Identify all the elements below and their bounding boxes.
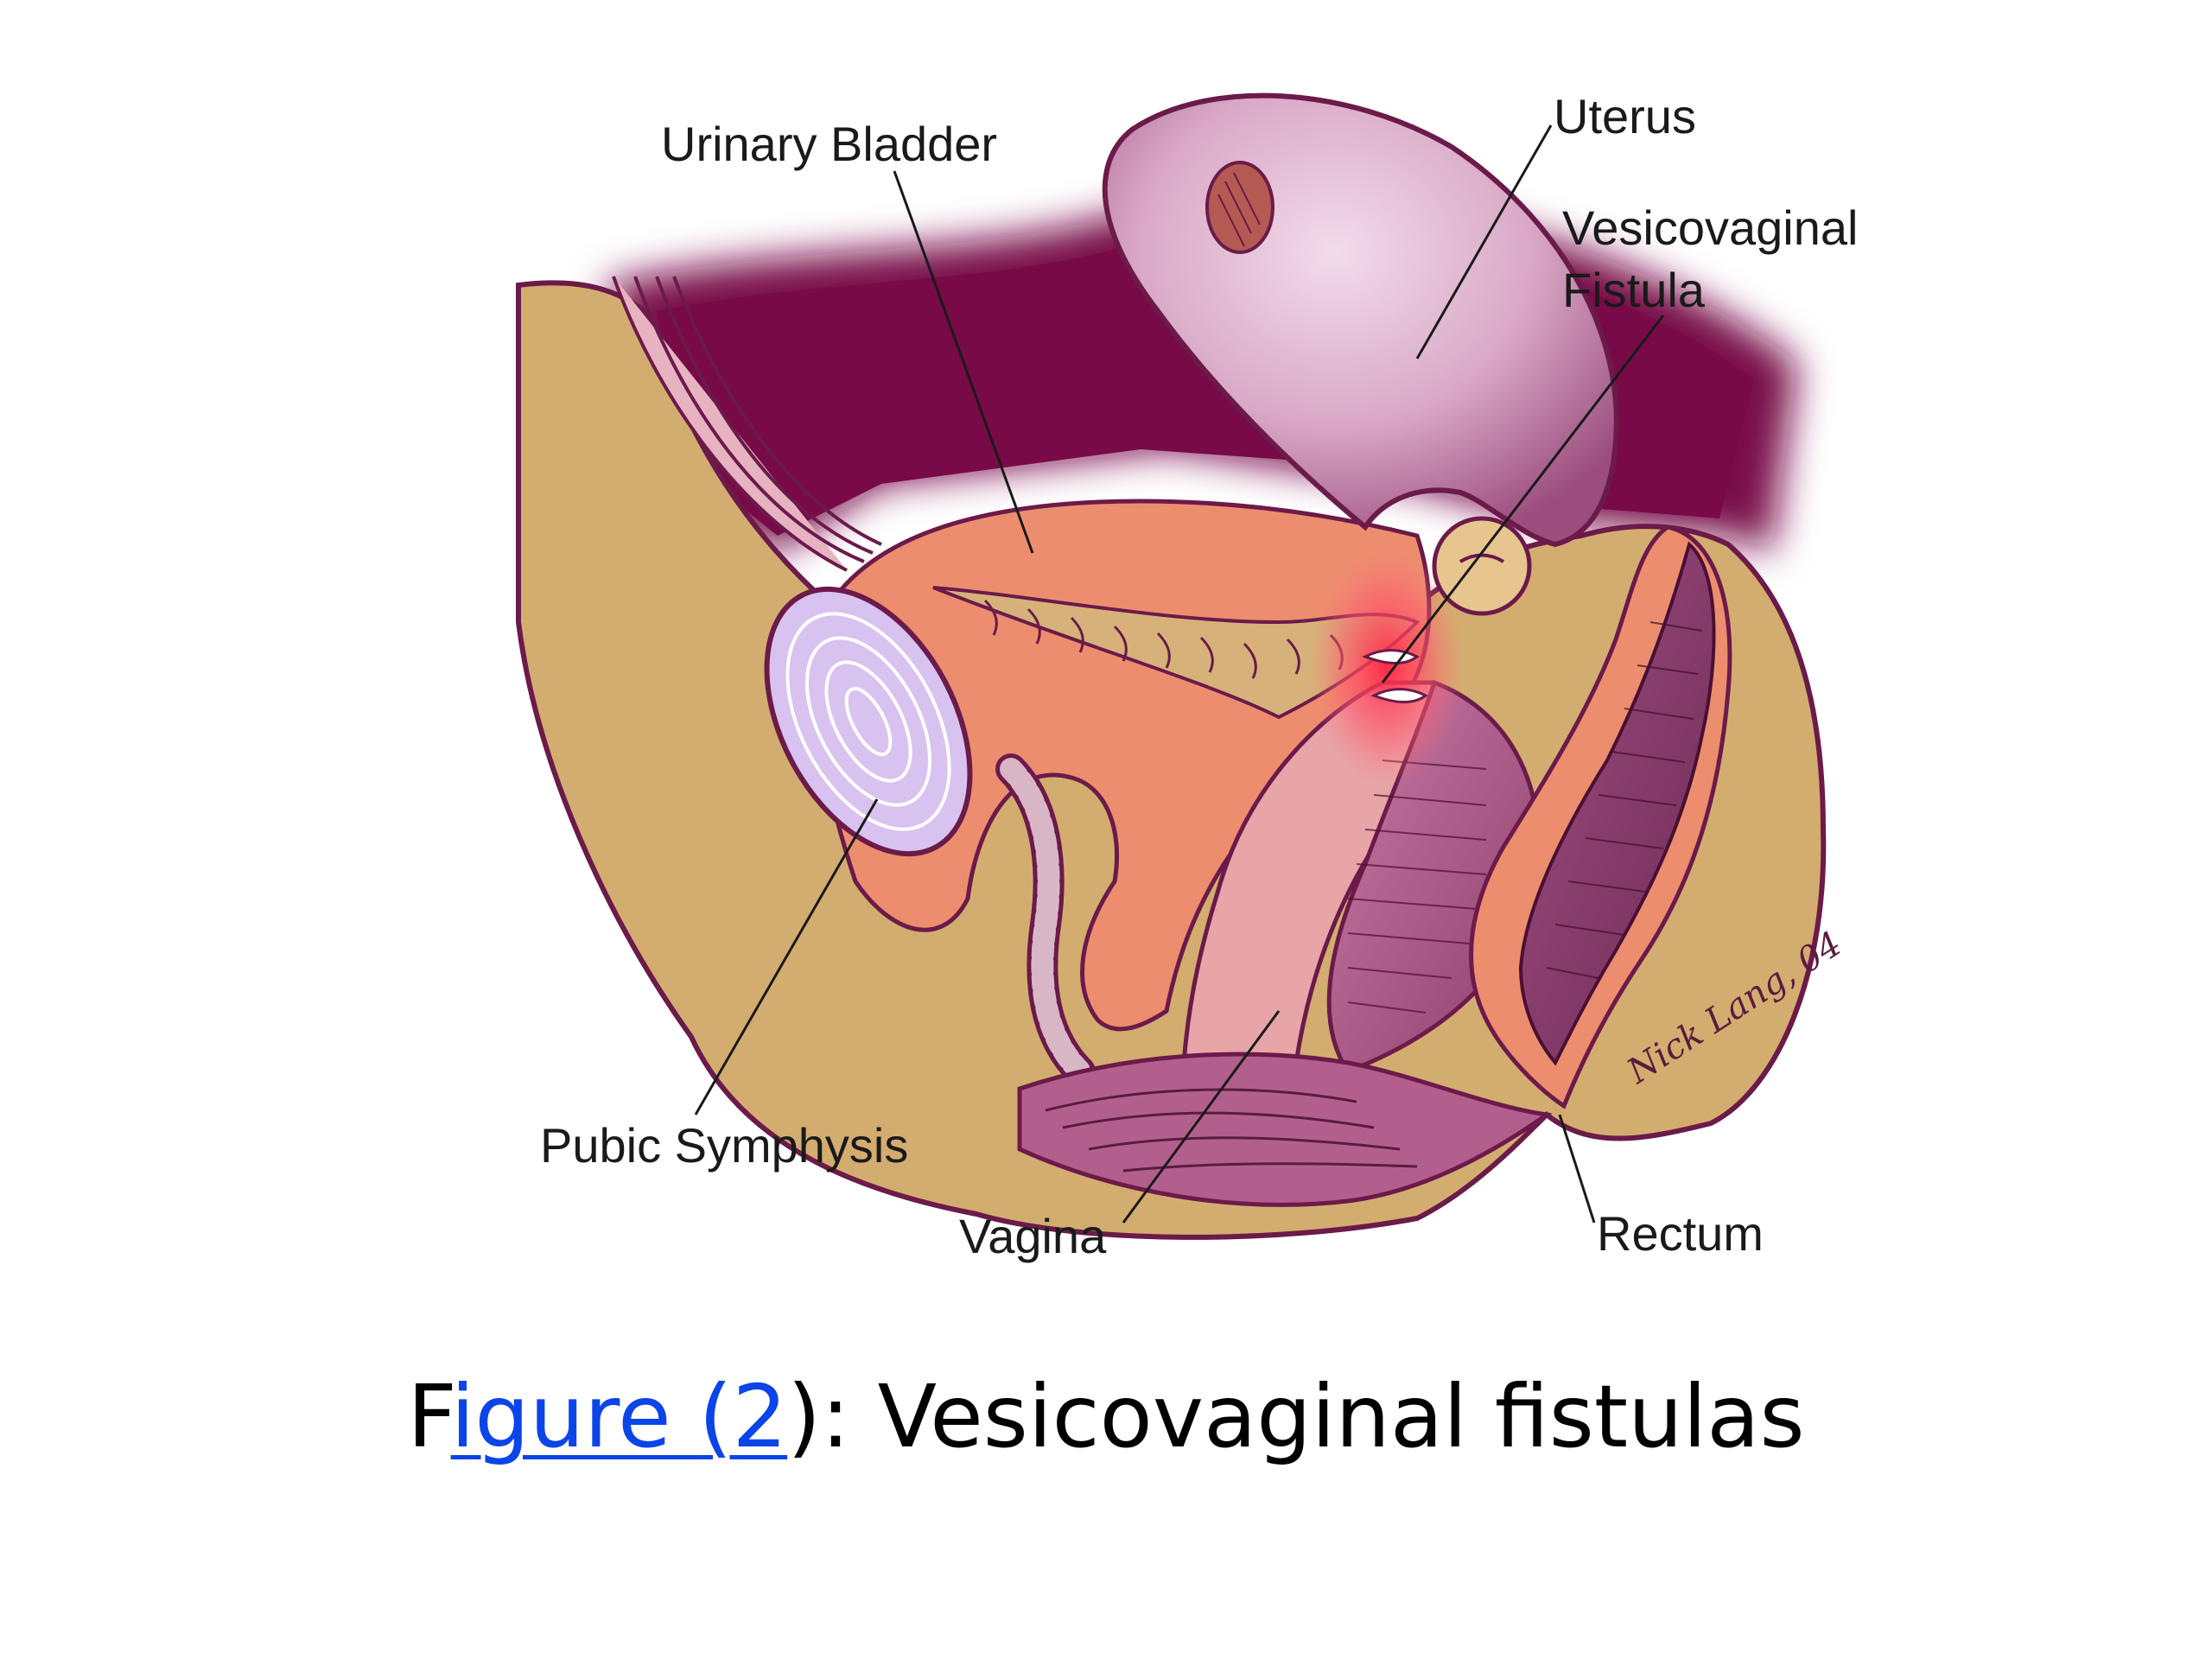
leader-urinary-bladder — [893, 170, 1034, 554]
leader-pubic-symphysis — [694, 798, 879, 1116]
leader-rectum — [1558, 1114, 1596, 1224]
leader-uterus — [1415, 124, 1553, 359]
label-rectum: Rectum — [1597, 1206, 1764, 1261]
leader-lines — [694, 124, 1665, 1224]
figure-reference-link[interactable]: igure (2 — [450, 1366, 788, 1467]
label-vagina: Vagina — [959, 1209, 1107, 1263]
urethra — [995, 753, 1096, 1087]
uterus — [1102, 92, 1619, 616]
label-urinary-bladder: Urinary Bladder — [661, 117, 997, 171]
figure-caption: Figure (2): Vesicovaginal fistulas — [0, 1370, 2212, 1465]
leader-fistula — [1381, 315, 1665, 683]
rectum — [1469, 524, 1732, 1109]
pelvic-floor-muscles — [1017, 1052, 1553, 1207]
label-pubic-symphysis: Pubic Symphysis — [540, 1118, 908, 1173]
abdominal-wall — [612, 276, 882, 572]
fistula-site — [1309, 544, 1465, 786]
pubic-symphysis — [764, 586, 973, 857]
label-fistula-line2: Fistula — [1562, 263, 1706, 317]
caption-suffix: ): Vesicovaginal fistulas — [787, 1366, 1805, 1467]
label-uterus: Uterus — [1554, 89, 1696, 143]
leader-vagina — [1122, 1010, 1281, 1224]
label-fistula-line1: Vesicovaginal — [1562, 200, 1858, 255]
caption-prefix: F — [407, 1366, 451, 1467]
